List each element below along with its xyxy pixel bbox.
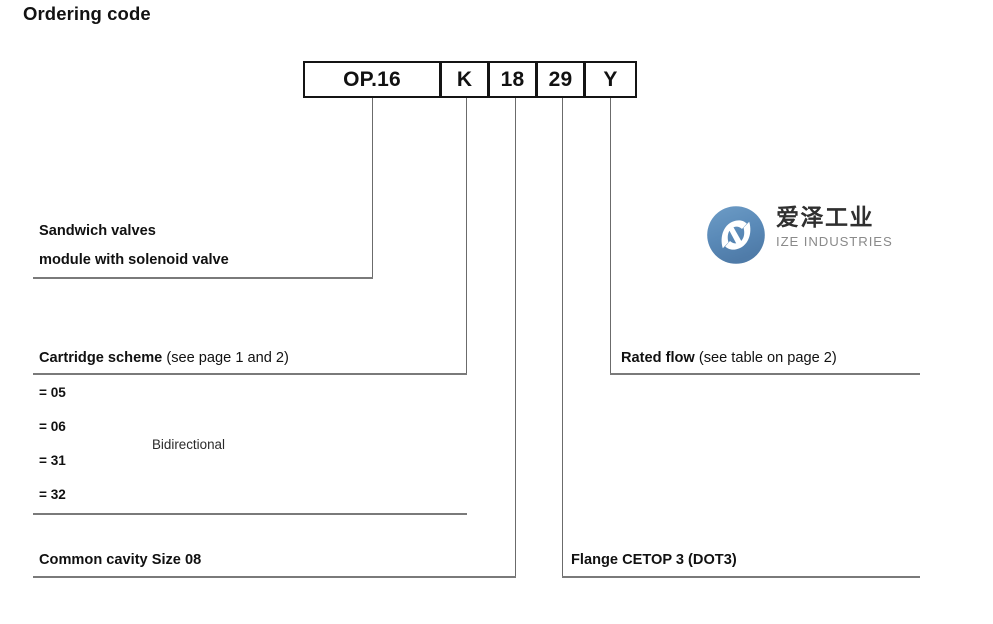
label-product-line2: module with solenoid valve	[39, 252, 229, 268]
code-segment-cavity[interactable]: K	[441, 61, 489, 98]
cartridge-option-31[interactable]: = 31	[39, 453, 66, 468]
leader-line-rated-flow-vertical	[610, 98, 612, 373]
logo-text-block: 爱泽工业 IZE INDUSTRIES	[776, 206, 906, 249]
code-segment-flange[interactable]: 29	[537, 61, 585, 98]
leader-line-cartridge-vertical	[466, 98, 468, 373]
company-logo: 爱泽工业 IZE INDUSTRIES	[706, 203, 906, 271]
label-common-cavity: Common cavity Size 08	[39, 552, 202, 568]
cartridge-options-bottom-rule	[33, 513, 467, 515]
leader-rule-product	[33, 277, 373, 279]
cartridge-option-05[interactable]: = 05	[39, 385, 66, 400]
leader-rule-flange	[562, 576, 920, 578]
leader-line-family-vertical	[372, 98, 374, 277]
leader-rule-rated-flow	[610, 373, 920, 375]
leader-line-flange-vertical	[562, 98, 564, 576]
logo-chinese-name: 爱泽工业	[776, 205, 874, 231]
label-cartridge-scheme: Cartridge scheme (see page 1 and 2)	[39, 350, 289, 366]
page-title: Ordering code	[23, 3, 151, 24]
leader-rule-common-cavity	[33, 576, 516, 578]
leader-rule-cartridge-scheme	[33, 373, 467, 375]
label-product-line1: Sandwich valves	[39, 223, 156, 239]
label-flange: Flange CETOP 3 (DOT3)	[571, 552, 737, 568]
cartridge-option-32[interactable]: = 32	[39, 487, 66, 502]
label-rated-flow: Rated flow (see table on page 2)	[621, 350, 837, 366]
code-segment-family[interactable]: OP.16	[303, 61, 441, 98]
cartridge-option-06[interactable]: = 06	[39, 419, 66, 434]
logo-english-name: IZE INDUSTRIES	[776, 233, 893, 249]
code-segment-cartridge[interactable]: 18	[489, 61, 537, 98]
cartridge-option-note: Bidirectional	[152, 437, 225, 452]
leader-line-common-cavity-vertical	[515, 98, 517, 576]
ize-industries-mark-icon	[707, 206, 765, 264]
code-segment-rated-flow[interactable]: Y	[585, 61, 637, 98]
